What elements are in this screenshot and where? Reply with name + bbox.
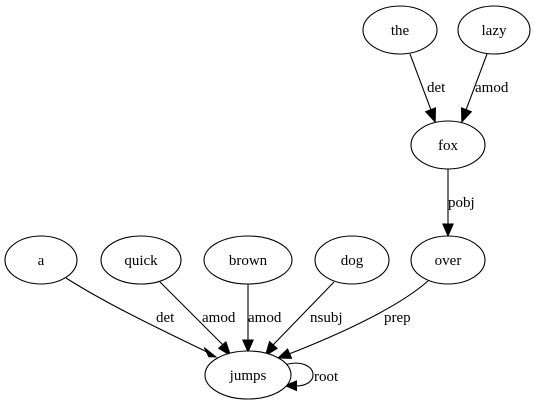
edge-fox-over: pobj: [442, 169, 475, 238]
node-label-quick: quick: [124, 253, 158, 269]
edge-quick-jumps: amod: [159, 281, 236, 357]
node-quick: quick: [100, 235, 182, 285]
arrow-head: [283, 380, 297, 392]
edge-line: [465, 53, 488, 111]
edge-label-the-fox: det: [427, 80, 446, 96]
node-ellipse: [314, 235, 390, 285]
edge-dog-jumps: nsubj: [264, 281, 343, 357]
edge-line: [272, 281, 335, 346]
edge-label-brown-jumps: amod: [248, 310, 282, 326]
edge-brown-jumps: amod: [242, 284, 282, 354]
node-the: the: [362, 5, 438, 55]
edge-line: [159, 281, 224, 346]
node-ellipse: [362, 5, 438, 55]
arrow-head: [203, 347, 218, 358]
node-ellipse: [100, 235, 182, 285]
edge-a-jumps: det: [65, 277, 218, 358]
node-label-jumps: jumps: [229, 368, 267, 384]
edge-label-dog-jumps: nsubj: [310, 310, 343, 326]
edge-label-lazy-fox: amod: [475, 80, 509, 96]
edge-line: [283, 362, 314, 387]
edge-label-fox-over: pobj: [448, 195, 475, 211]
node-label-over: over: [435, 253, 462, 269]
node-label-brown: brown: [229, 253, 268, 269]
node-label-a: a: [38, 253, 45, 269]
edge-label-over-jumps: prep: [384, 310, 411, 326]
node-label-the: the: [391, 23, 410, 39]
node-dog: dog: [314, 235, 390, 285]
edge-label-jumps-root: root: [314, 369, 339, 385]
edge-line: [409, 53, 432, 111]
edge-over-jumps: prep: [276, 280, 429, 359]
arrow-head: [264, 340, 279, 357]
arrow-head: [242, 339, 254, 354]
edge-line: [65, 277, 208, 353]
edge-the-fox: det: [409, 53, 446, 124]
arrow-head: [424, 107, 437, 124]
node-ellipse: [204, 350, 292, 400]
edge-label-quick-jumps: amod: [202, 310, 236, 326]
edge-line: [288, 280, 429, 355]
edge-jumps-root: root: [283, 362, 339, 392]
node-lazy: lazy: [457, 5, 531, 55]
node-brown: brown: [203, 235, 293, 285]
node-ellipse: [4, 235, 78, 285]
node-label-fox: fox: [438, 138, 458, 154]
arrow-head: [276, 348, 293, 359]
node-label-lazy: lazy: [482, 23, 507, 39]
node-ellipse: [203, 235, 293, 285]
node-fox: fox: [410, 120, 486, 170]
arrow-head: [442, 223, 454, 238]
edge-label-a-jumps: det: [156, 310, 175, 326]
edge-lazy-fox: amod: [460, 53, 509, 124]
arrow-head: [217, 340, 232, 357]
node-ellipse: [457, 5, 531, 55]
node-ellipse: [410, 120, 486, 170]
node-a: a: [4, 235, 78, 285]
arrow-head: [460, 107, 473, 124]
node-jumps: jumps: [204, 350, 292, 400]
node-over: over: [410, 235, 486, 285]
node-label-dog: dog: [341, 253, 364, 269]
node-ellipse: [410, 235, 486, 285]
